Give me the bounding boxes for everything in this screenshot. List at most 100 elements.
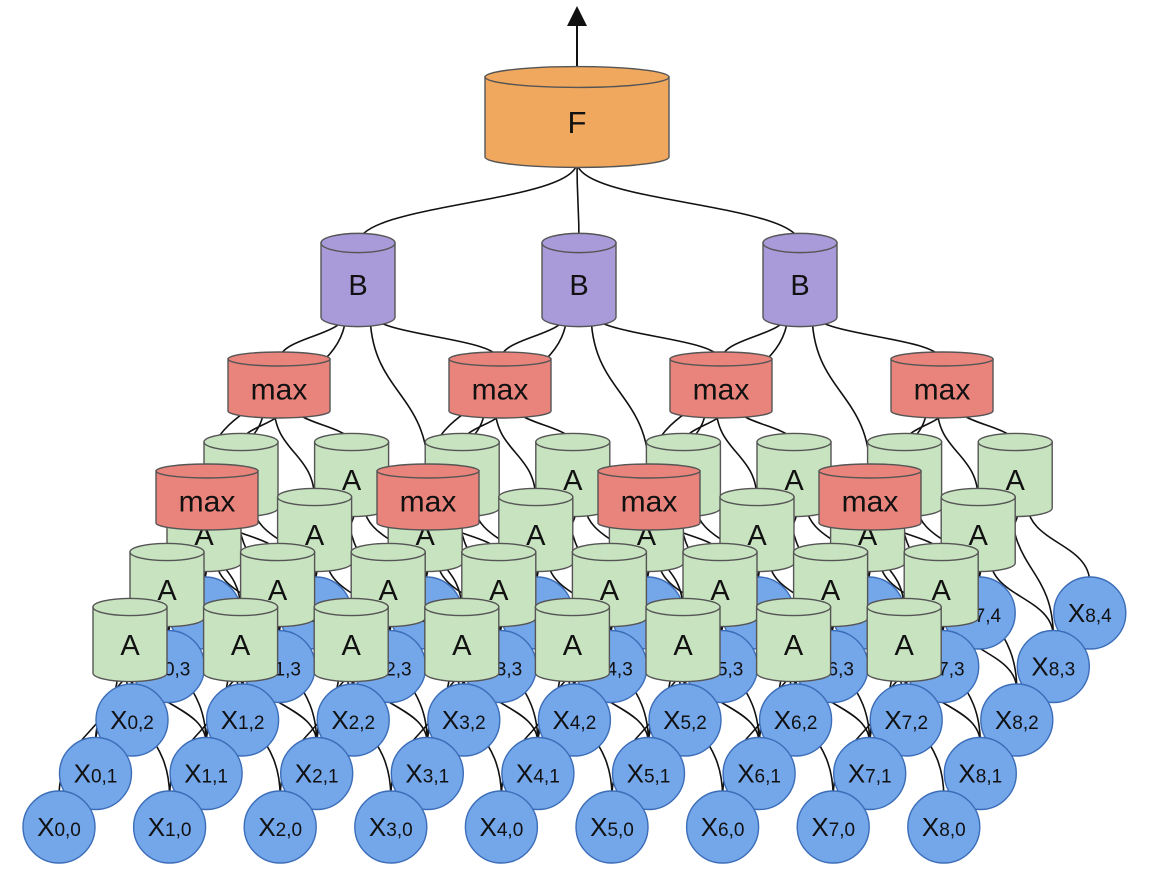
x-node-7-3-subscript: 7,3 [938,660,964,681]
a-node-7-0-body [866,606,942,683]
x-node-8-0-subscript: 8,0 [939,820,965,841]
x-node-2-2-circle [316,683,390,757]
x-node-4-0-circle [464,790,539,864]
x-node-7-0: X7,0 [796,790,870,864]
max-node-1-2-body [669,358,773,419]
a-node-3-1-top [461,542,537,562]
x-node-3-1: X3,1 [390,736,464,811]
a-node-3-3-top [535,432,611,452]
x-node-8-4: X8,4 [1053,576,1127,650]
max-node-1-2: max [669,351,773,419]
x-node-1-2: X1,2 [205,683,280,757]
x-node-7-2-circle [869,683,943,757]
x-node-1-0-label: X1,0 [148,812,192,842]
x-node-1-2-circle [205,683,280,757]
x-node-6-1-circle [722,736,796,811]
x-node-2-1: X2,1 [280,736,354,811]
max-node-0-2-body [597,470,701,531]
x-node-2-1-circle [280,736,354,811]
a-node-0-0-label: A [120,630,140,662]
max-node-0-3-label: max [842,486,899,519]
a-node-5-3-label: A [784,465,804,497]
a-node-5-1-top [682,542,758,562]
x-node-8-1-circle [943,736,1017,811]
a-node-7-1-label: A [932,575,952,607]
b-node-0-top [320,232,396,254]
x-node-5-0-circle [575,790,649,864]
x-node-0-2: X0,2 [95,683,169,757]
a-node-5-2-label: A [747,520,767,552]
max-node-1-0-top [227,351,331,367]
b-node-2: B [762,232,838,328]
max-node-0-3: max [818,463,922,531]
a-node-3-2-top [498,487,574,507]
b-node-2-body [762,242,838,328]
f-node-body [484,76,670,169]
a-node-6-1-label: A [821,575,841,607]
f-node: F [484,65,670,169]
a-node-1-1-top [239,542,316,562]
a-node-4-0-body [534,606,611,683]
x-node-0-2-circle [95,683,169,757]
a-node-7-2-label: A [969,520,989,552]
x-node-7-1-circle [833,736,907,811]
x-node-8-3: X8,3 [1016,629,1091,704]
x-node-5-1-subscript: 5,1 [644,767,670,788]
a-node-1-2-top [276,487,353,507]
b-node-2-label: B [790,270,809,302]
a-node-3-2-label: A [526,520,546,552]
max-node-0-3-top [818,463,922,479]
max-node-1-1-body [448,358,552,419]
a-node-6-0-body [755,606,832,683]
a-node-3-0-label: A [452,630,472,662]
a-node-4-0-top [534,597,611,617]
x-node-7-1-subscript: 7,1 [865,767,891,788]
x-node-4-2: X4,2 [537,683,612,757]
a-node-7-3-label: A [1006,465,1026,497]
x-node-5-0: X5,0 [575,790,649,864]
a-node-4-1-label: A [600,575,620,607]
a-node-4-0: A [534,597,611,683]
x-node-5-2-subscript: 5,2 [680,713,706,734]
a-node-0-1-top [129,542,205,562]
x-node-5-1: X5,1 [611,736,686,811]
a-node-7-0-label: A [895,630,915,662]
a-node-3-0: A [424,597,500,683]
a-node-6-0-top [755,597,832,617]
a-node-3-0-top [424,597,500,617]
x-node-6-3-subscript: 6,3 [828,660,854,681]
x-node-1-0: X1,0 [132,790,207,864]
x-node-7-0-subscript: 7,0 [829,820,855,841]
x-node-4-1-circle [501,736,575,811]
a-node-7-0: A [866,597,942,683]
max-node-1-0: max [227,351,331,419]
a-node-1-0-top [202,597,279,617]
x-node-3-1-circle [390,736,464,811]
a-node-7-2: A [940,487,1016,573]
max-node-0-2-label: max [621,486,678,519]
x-node-3-0-circle [354,790,428,864]
a-node-3-3-label: A [563,465,583,497]
x-node-3-3-subscript: 3,3 [496,660,522,681]
a-node-7-3-top [977,432,1053,452]
b-node-2-top [762,232,838,254]
a-node-6-3-top [866,432,943,452]
x-node-0-1: X0,1 [58,736,133,811]
a-node-4-1-top [571,542,648,562]
x-node-6-2: X6,2 [758,683,833,757]
x-node-6-1: X6,1 [722,736,796,811]
a-node-0-0: A [92,597,168,683]
x-node-8-2: X8,2 [980,683,1054,757]
edge-f-b-0 [357,161,578,245]
a-node-2-0-top [313,597,389,617]
max-node-0-3-body [818,470,922,531]
a-node-5-2-top [719,487,795,507]
x-node-1-0-circle [132,790,207,864]
x-node-0-0-subscript: 0,0 [54,820,80,841]
x-node-0-3-subscript: 0,3 [164,660,190,681]
x-node-4-0: X4,0 [464,790,539,864]
max-node-0-0-body [155,470,259,531]
a-node-1-0-label: A [231,630,251,662]
x-node-4-2-circle [537,683,612,757]
